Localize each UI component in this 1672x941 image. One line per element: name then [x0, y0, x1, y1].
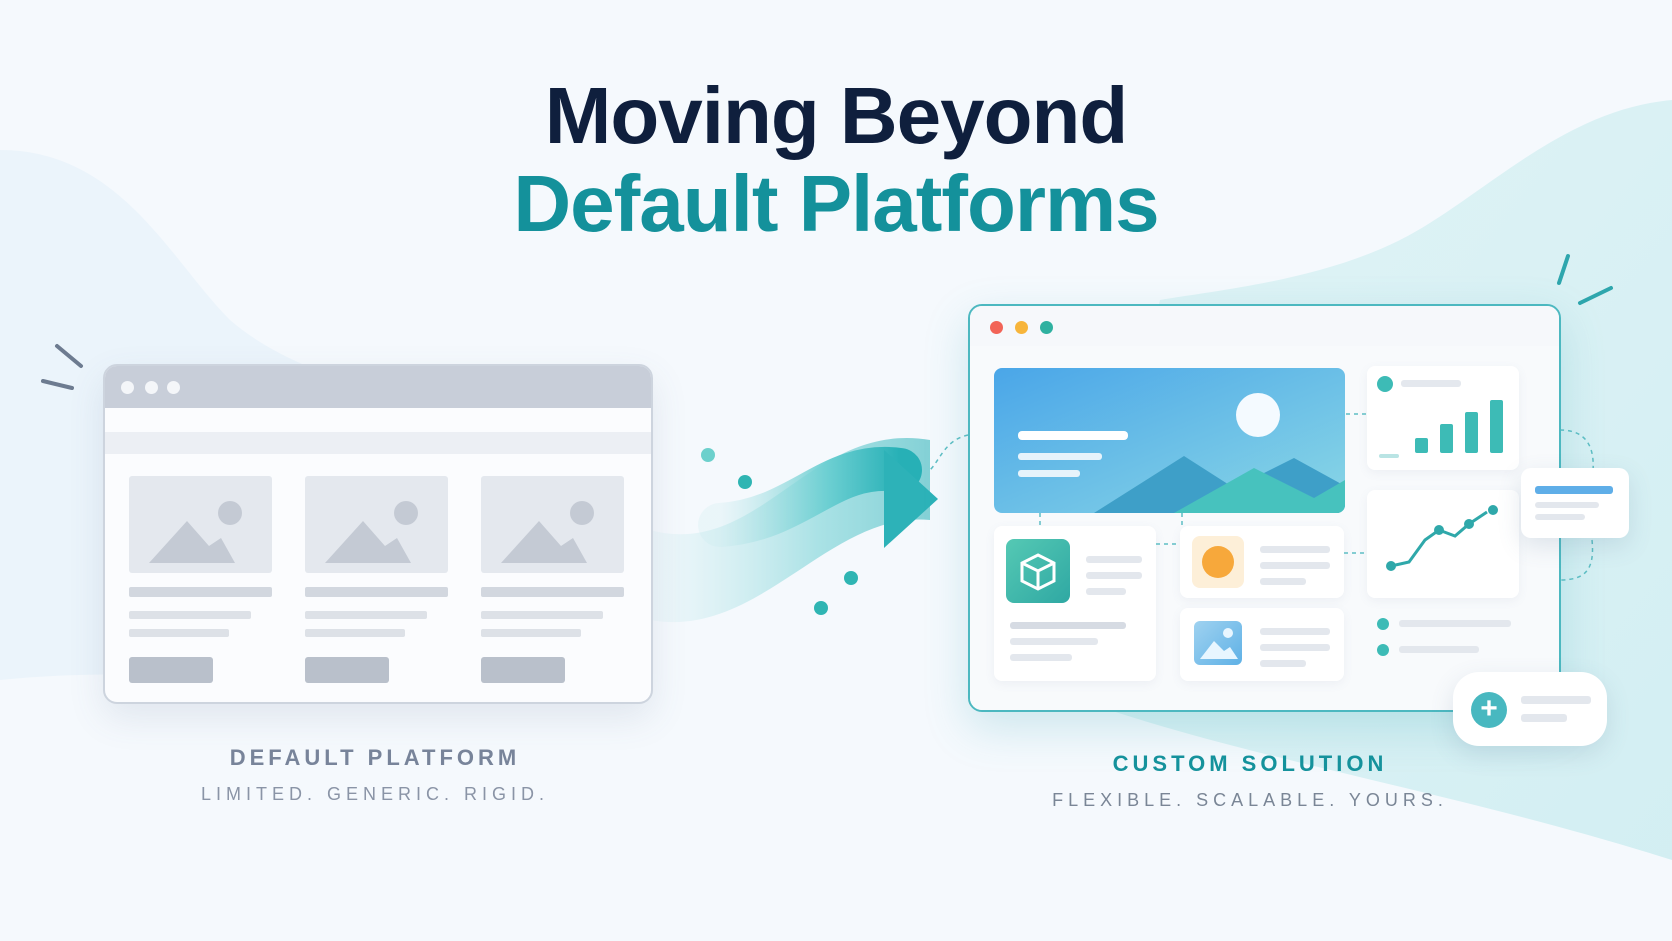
custom-solution-tagline: FLEXIBLE. SCALABLE. YOURS. — [1052, 790, 1448, 810]
headline-line-2: Default Platforms — [513, 159, 1159, 248]
sun-icon — [1236, 393, 1280, 437]
default-card — [305, 476, 448, 683]
window-titlebar — [105, 366, 651, 408]
default-platform-label: DEFAULT PLATFORM — [229, 745, 521, 770]
card-button — [481, 657, 565, 683]
headline-line-1: Moving Beyond — [544, 71, 1129, 160]
custom-solution-label: CUSTOM SOLUTION — [1112, 751, 1388, 776]
sparkle-line — [1578, 286, 1613, 305]
sparkle-line — [55, 344, 83, 368]
text-line — [305, 611, 427, 619]
custom-solution-window — [968, 304, 1561, 712]
connector-dashed — [1559, 539, 1594, 581]
plus-icon[interactable]: + — [1471, 692, 1507, 728]
text-line — [481, 629, 582, 637]
default-platform-tagline: LIMITED. GENERIC. RIGID. — [200, 784, 550, 804]
text-line — [129, 629, 230, 637]
window-dot-yellow — [1015, 321, 1028, 334]
sparkle-line — [1557, 254, 1570, 285]
text-line — [129, 587, 272, 597]
text-line — [305, 587, 448, 597]
sun-icon-box — [1192, 536, 1244, 588]
image-icon — [1194, 621, 1242, 665]
dashboard-body — [970, 346, 1559, 710]
default-card — [129, 476, 272, 683]
bullet-list — [1367, 616, 1519, 676]
image-placeholder-icon — [481, 476, 624, 573]
hero-banner — [994, 368, 1345, 513]
deco-dot — [844, 571, 858, 585]
bar-chart-tile — [1367, 366, 1519, 470]
deco-dot — [738, 475, 752, 489]
text-line — [481, 587, 624, 597]
connector-dashed — [1559, 429, 1594, 481]
nav-bar — [105, 432, 651, 454]
sun-icon — [1202, 546, 1234, 578]
connector-dashed — [929, 434, 969, 471]
window-dot — [121, 381, 134, 394]
text-line — [129, 611, 251, 619]
window-dot-green — [1040, 321, 1053, 334]
card-button — [129, 657, 213, 683]
window-dot — [167, 381, 180, 394]
window-dot — [145, 381, 158, 394]
floating-add-card[interactable]: + — [1453, 672, 1607, 746]
image-placeholder-icon — [305, 476, 448, 573]
window-dot-red — [990, 321, 1003, 334]
line-chart-tile — [1367, 490, 1519, 598]
sparkle-line — [41, 379, 74, 390]
deco-dot — [701, 448, 715, 462]
arrow-body — [698, 446, 922, 547]
default-platform-window — [103, 364, 653, 704]
bar-chart-icon — [1377, 376, 1503, 458]
arrow-right-icon — [884, 450, 938, 548]
card-button — [305, 657, 389, 683]
window-titlebar — [970, 306, 1559, 346]
default-card — [481, 476, 624, 683]
cube-icon — [1020, 553, 1056, 591]
floating-info-card — [1521, 468, 1629, 538]
cube-icon-box — [1006, 539, 1070, 603]
deco-dot — [814, 601, 828, 615]
image-placeholder-icon — [129, 476, 272, 573]
text-line — [305, 629, 406, 637]
line-chart-icon — [1386, 505, 1498, 571]
text-line — [481, 611, 603, 619]
